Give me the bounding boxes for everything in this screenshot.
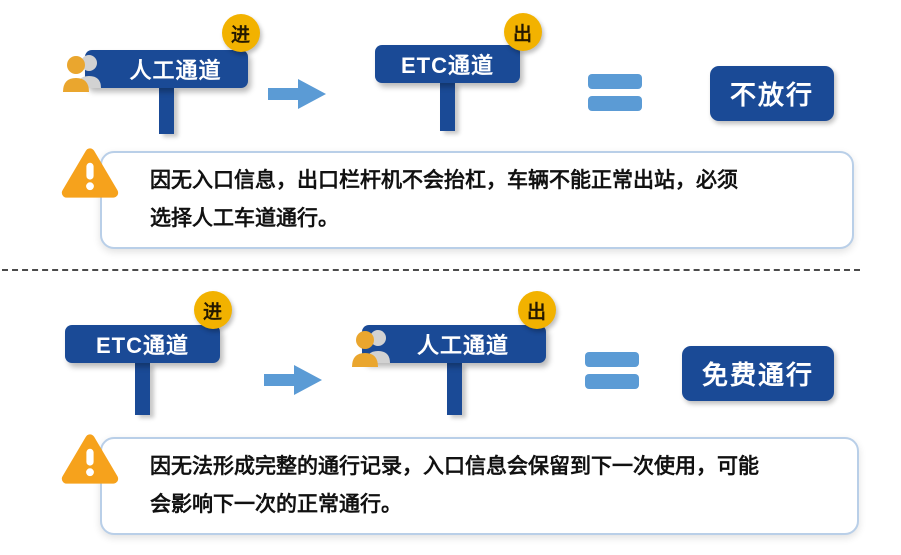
person-icon bbox=[63, 55, 101, 92]
s1-exit-sign-pole bbox=[440, 83, 455, 131]
dashed-divider bbox=[2, 269, 860, 271]
s1-exit-sign-label: ETC通道 bbox=[400, 53, 494, 78]
s2-note-text: 因无法形成完整的通行记录，入口信息会保留到下一次使用，可能 会影响下一次的正常通… bbox=[150, 455, 759, 516]
s1-entry-sign-pole bbox=[159, 88, 174, 134]
warning-icon bbox=[61, 148, 119, 198]
s1-entry-badge: 进 bbox=[222, 14, 260, 52]
equals-bar bbox=[588, 74, 642, 89]
s2-exit-badge: 出 bbox=[518, 291, 556, 329]
s1-exit-sign-board: ETC通道 出 bbox=[375, 13, 542, 83]
s1-entry-sign-board: 人工通道 进 bbox=[63, 14, 260, 92]
s2-exit-sign-pole bbox=[446, 363, 462, 415]
equals-bar bbox=[585, 374, 639, 389]
s1-note-text: 因无入口信息，出口栏杆机不会抬杠，车辆不能正常出站，必须 选择人工车道通行。 bbox=[150, 169, 738, 230]
equals-icon bbox=[588, 74, 642, 111]
s2-note-bubble: 因无法形成完整的通行记录，入口信息会保留到下一次使用，可能 会影响下一次的正常通… bbox=[61, 434, 859, 535]
s2-entry-badge: 进 bbox=[194, 291, 232, 329]
s2-entry-sign-label: ETC通道 bbox=[95, 333, 189, 358]
equals-bar bbox=[588, 96, 642, 111]
s2-result-badge: 免费通行 bbox=[682, 346, 835, 401]
s2-entry-signpost: ETC通道 进 bbox=[65, 291, 232, 415]
s1-note-bubble: 因无入口信息，出口栏杆机不会抬杠，车辆不能正常出站，必须 选择人工车道通行。 bbox=[61, 148, 854, 249]
arrow-right-icon bbox=[268, 79, 326, 109]
s1-entry-sign-label: 人工通道 bbox=[129, 58, 222, 83]
s2-entry-sign-pole bbox=[135, 363, 150, 415]
person-icon bbox=[352, 330, 390, 367]
s1-entry-signpost: 人工通道 进 bbox=[63, 14, 260, 134]
equals-icon bbox=[585, 352, 639, 389]
s1-exit-signpost: ETC通道 出 bbox=[375, 13, 542, 131]
arrow-right-icon bbox=[264, 365, 322, 395]
s1-exit-badge: 出 bbox=[504, 13, 542, 51]
s2-exit-sign-board: 人工通道 出 bbox=[352, 291, 556, 367]
warning-icon bbox=[61, 434, 119, 484]
s2-exit-sign-label: 人工通道 bbox=[416, 333, 509, 358]
s2-entry-sign-board: ETC通道 进 bbox=[65, 291, 232, 363]
s2-exit-signpost: 人工通道 出 bbox=[352, 291, 556, 415]
s1-result-badge: 不放行 bbox=[710, 66, 835, 121]
equals-bar bbox=[585, 352, 639, 367]
